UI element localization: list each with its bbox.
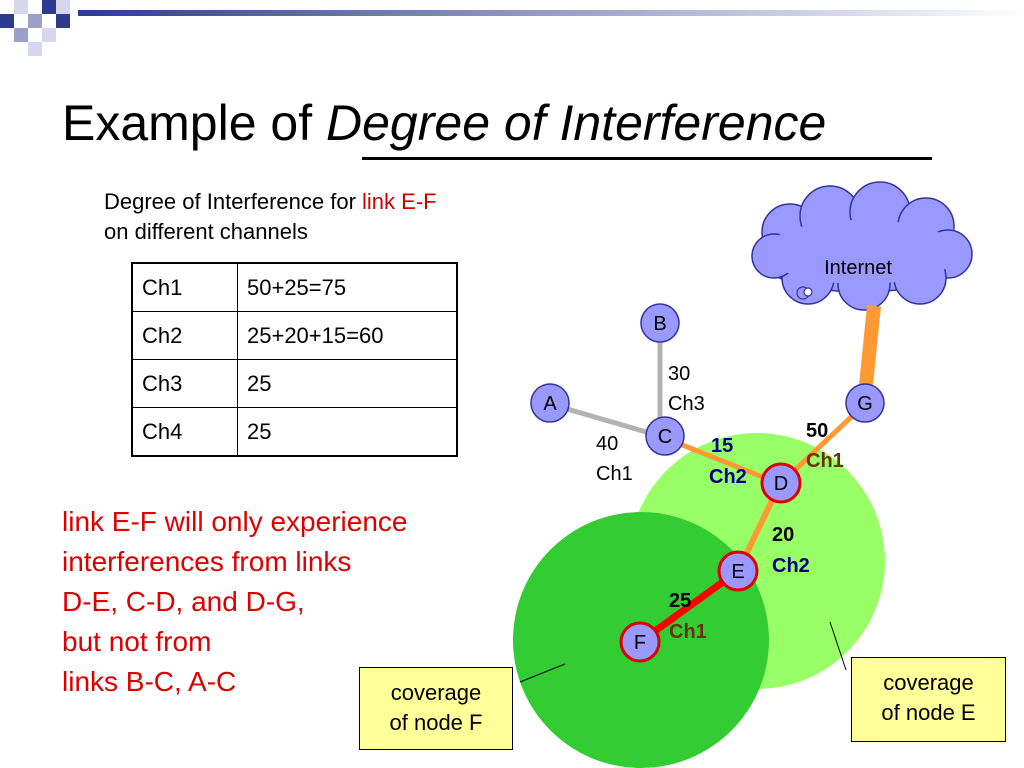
coverage-f-callout: coverage of node F [359, 667, 513, 750]
edge-ac-channel: Ch1 [596, 463, 633, 485]
value-cell: 25 [237, 407, 458, 457]
node-g: G [845, 383, 885, 423]
edge-bc-weight: 30 [668, 363, 690, 385]
node-f: F [619, 621, 661, 663]
callout-line-e [829, 621, 847, 671]
link-g-internet [858, 305, 881, 396]
title-emphasis: Degree of Interference [326, 95, 827, 151]
node-c: C [645, 416, 685, 456]
cloud-label: Internet [824, 257, 892, 279]
edge-dg-weight: 50 [806, 420, 828, 442]
node-g-label: G [857, 393, 873, 415]
node-d: D [760, 462, 802, 504]
interference-note: link E-F will only experience interferen… [62, 502, 407, 702]
value-cell: 25+20+15=60 [237, 311, 458, 360]
header-gradient-bar [78, 10, 1024, 16]
coverage-f-line-2: of node F [389, 710, 483, 735]
coverage-e-line-1: coverage [883, 670, 974, 695]
node-a: A [530, 383, 570, 423]
node-a-label: A [543, 393, 557, 415]
node-c-label: C [658, 426, 672, 448]
channel-cell: Ch4 [131, 407, 238, 457]
corner-decoration [0, 0, 70, 56]
caption-prefix: Degree of Interference for [104, 189, 363, 214]
coverage-e-line-2: of node E [881, 700, 976, 725]
caption-line-2: on different channels [104, 219, 308, 244]
internet-cloud [751, 181, 973, 311]
edge-cd-channel: Ch2 [709, 466, 747, 488]
node-e: E [717, 550, 759, 592]
node-b: B [640, 303, 680, 343]
callout-line-f [519, 663, 566, 683]
node-b-label: B [653, 313, 666, 335]
edge-cd-weight: 15 [711, 435, 733, 457]
note-line: but not from [62, 626, 212, 657]
edge-dg-channel: Ch1 [806, 450, 844, 472]
edge-de-channel: Ch2 [772, 555, 810, 577]
title-prefix: Example of [62, 95, 327, 151]
table-caption: Degree of Interference for link E-F on d… [104, 187, 437, 247]
node-d-label: D [774, 473, 788, 495]
coverage-f-line-1: coverage [390, 680, 482, 705]
value-cell: 50+25=75 [237, 262, 458, 312]
caption-line-1: Degree of Interference for link E-F [104, 187, 437, 217]
coverage-e-callout: coverage of node E [851, 657, 1006, 742]
caption-link-highlight: link E-F [362, 189, 437, 214]
title-underline [362, 157, 932, 160]
page-title: Example of Degree of Interference [62, 96, 826, 151]
edge-bc-channel: Ch3 [668, 393, 705, 415]
note-line: interferences from links [62, 546, 352, 577]
note-line: D-E, C-D, and D-G, [62, 586, 305, 617]
channel-cell: Ch1 [131, 262, 238, 312]
node-f-label: F [634, 632, 646, 654]
note-line: links B-C, A-C [62, 666, 237, 697]
edge-ef-weight: 25 [669, 590, 691, 612]
edge-ac-weight: 40 [596, 433, 618, 455]
edge-de-weight: 20 [772, 524, 794, 546]
node-e-label: E [731, 561, 744, 583]
note-line: link E-F will only experience [62, 506, 408, 537]
value-cell: 25 [237, 359, 458, 408]
channel-cell: Ch3 [131, 359, 238, 408]
edge-ef-channel: Ch1 [669, 621, 707, 643]
